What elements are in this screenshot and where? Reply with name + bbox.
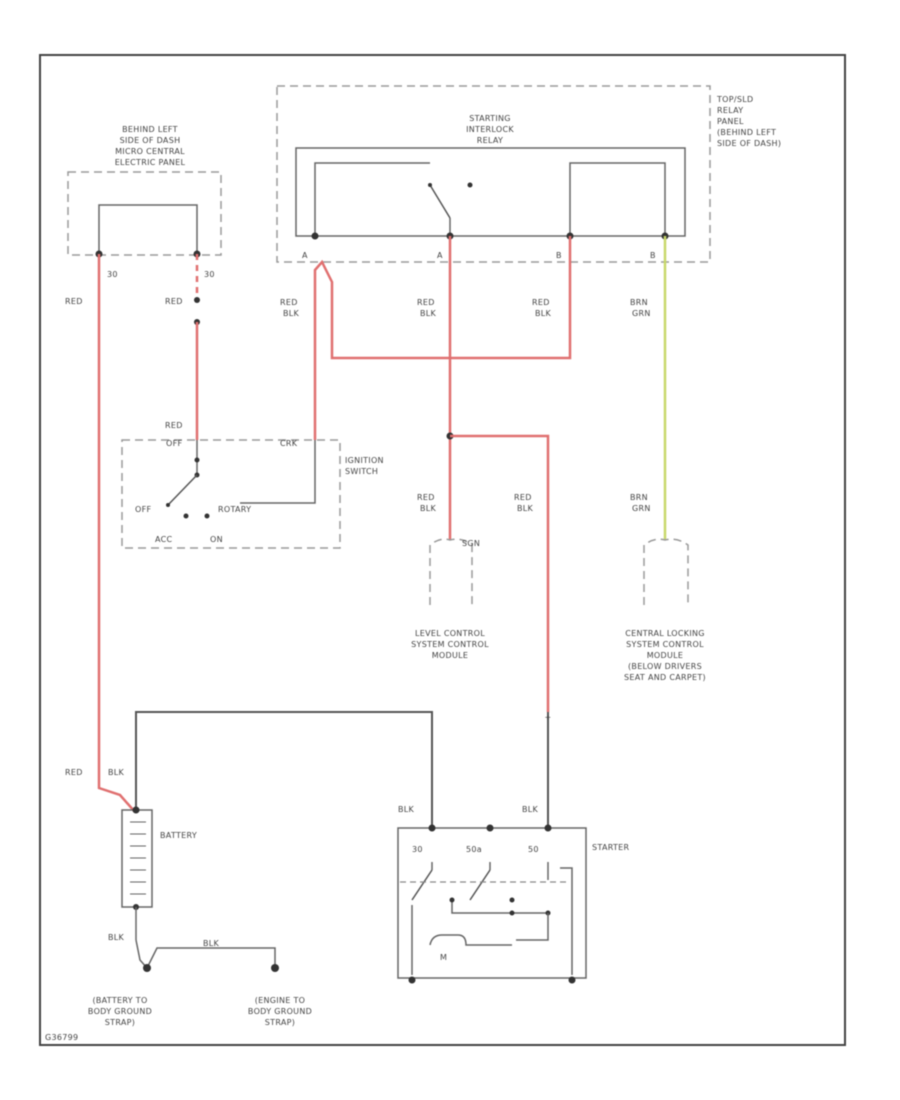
level-control-module: SGN LEVEL CONTROL SYSTEM CONTROL MODULE	[411, 538, 489, 660]
label-starter-blk2: BLK	[522, 805, 539, 814]
starting-interlock-relay: STARTING INTERLOCK RELAY A A B B	[295, 114, 686, 260]
label-red-blk-1a: RED	[280, 298, 298, 307]
ground-engine-label-1: (ENGINE TO	[255, 996, 305, 1005]
battery: BATTERY	[121, 806, 197, 940]
starter-label: STARTER	[592, 843, 630, 852]
central-panel-label-1: BEHIND LEFT	[122, 125, 178, 134]
label-red-blk-4b: BLK	[420, 504, 437, 513]
ign-pos-on: ON	[210, 535, 223, 544]
locking-label-3: MODULE	[647, 651, 684, 660]
relay-label-1: STARTING	[469, 114, 511, 123]
relay-label-2: INTERLOCK	[466, 125, 514, 134]
level-pin: SGN	[462, 539, 480, 548]
relay-panel-label-5: SIDE OF DASH)	[717, 139, 781, 148]
label-brn-grn-2b: GRN	[632, 504, 651, 513]
ign-label-1: IGNITION	[345, 456, 384, 465]
relay-label-3: RELAY	[477, 136, 504, 145]
battery-label: BATTERY	[160, 831, 197, 840]
relay-panel-label-3: PANEL	[717, 117, 744, 126]
label-red-blk-3b: BLK	[535, 309, 552, 318]
level-label-2: SYSTEM CONTROL	[411, 640, 489, 649]
ignition-switch: OFF CRK OFF ROTARY ACC ON IGNITION SWITC…	[121, 439, 384, 549]
svg-text:+: +	[544, 713, 551, 722]
ign-pin-crk: CRK	[280, 439, 298, 448]
label-brn-grn-1a: BRN	[630, 298, 648, 307]
starter-pin-50: 50	[528, 845, 539, 854]
label-battery-blk: BLK	[108, 768, 125, 777]
ground-battery-label-1: (BATTERY TO	[92, 996, 147, 1005]
central-pin-left: 30	[107, 270, 118, 279]
ign-label-2: SWITCH	[345, 467, 378, 476]
relay-pin-3: B	[556, 251, 562, 260]
starter-motor-label: M	[440, 953, 447, 962]
level-label-3: MODULE	[432, 651, 469, 660]
central-electric-panel: BEHIND LEFT SIDE OF DASH MICRO CENTRAL E…	[67, 125, 222, 279]
label-red-blk-2a: RED	[417, 298, 435, 307]
starter-pin-50a: 50a	[466, 845, 482, 854]
wire-red-battery	[97, 254, 136, 813]
label-red-blk-5b: BLK	[517, 504, 534, 513]
label-red-blk-5a: RED	[514, 493, 532, 502]
wire-blk-battery-starter	[135, 711, 433, 828]
ground-battery-label-3: STRAP)	[105, 1018, 135, 1027]
label-red-blk-2b: BLK	[420, 309, 437, 318]
ground-battery-label-2: BODY GROUND	[88, 1007, 152, 1016]
label-red-to-ign: RED	[165, 421, 183, 430]
wire-red-blk-starter	[450, 434, 550, 712]
ground-straps: BLK (BATTERY TO BODY GROUND STRAP) (ENGI…	[88, 939, 312, 1027]
relay-panel: TOP/SLD RELAY PANEL (BEHIND LEFT SIDE OF…	[276, 85, 781, 263]
label-red-left: RED	[65, 297, 83, 306]
strap-blk-label: BLK	[203, 939, 220, 948]
central-panel-label-4: ELECTRIC PANEL	[115, 158, 186, 167]
label-battery-blk2: BLK	[108, 933, 125, 942]
ign-pin-off: OFF	[166, 439, 182, 448]
starter: 30 50a 50 STARTER M	[397, 824, 630, 984]
relay-pin-2: A	[437, 251, 443, 260]
relay-panel-label-1: TOP/SLD	[716, 95, 754, 104]
relay-panel-label-2: RELAY	[717, 106, 744, 115]
diagram-border	[39, 54, 846, 1046]
wire-red-blk-crank	[313, 236, 572, 440]
ign-pos-off: OFF	[135, 505, 151, 514]
ground-engine-label-2: BODY GROUND	[248, 1007, 312, 1016]
label-brn-grn-2a: BRN	[630, 493, 648, 502]
central-panel-label-3: MICRO CENTRAL	[115, 147, 185, 156]
relay-pin-1: A	[302, 251, 308, 260]
level-label-1: LEVEL CONTROL	[415, 629, 485, 638]
central-pin-right: 30	[204, 270, 215, 279]
label-starter-blk: BLK	[398, 805, 415, 814]
relay-panel-label-4: (BEHIND LEFT	[717, 128, 776, 137]
ign-pos-acc: ACC	[155, 535, 173, 544]
ign-pos-rotary: ROTARY	[218, 505, 251, 514]
starter-pin-30: 30	[412, 845, 423, 854]
central-locking-module: CENTRAL LOCKING SYSTEM CONTROL MODULE (B…	[624, 538, 706, 682]
label-battery-red: RED	[65, 768, 83, 777]
locking-label-4: (BELOW DRIVERS	[628, 662, 702, 671]
figure-id: G36799	[45, 1033, 78, 1042]
label-red-blk-4a: RED	[417, 493, 435, 502]
central-panel-label-2: SIDE OF DASH	[120, 136, 181, 145]
locking-label-2: SYSTEM CONTROL	[626, 640, 704, 649]
label-red-upper: RED	[165, 297, 183, 306]
ground-engine-label-3: STRAP)	[265, 1018, 295, 1027]
label-brn-grn-1b: GRN	[632, 309, 651, 318]
relay-pin-4: B	[650, 251, 656, 260]
locking-label-1: CENTRAL LOCKING	[625, 629, 705, 638]
label-red-blk-1b: BLK	[283, 309, 300, 318]
locking-label-5: SEAT AND CARPET)	[624, 673, 706, 682]
label-red-blk-3a: RED	[532, 298, 550, 307]
